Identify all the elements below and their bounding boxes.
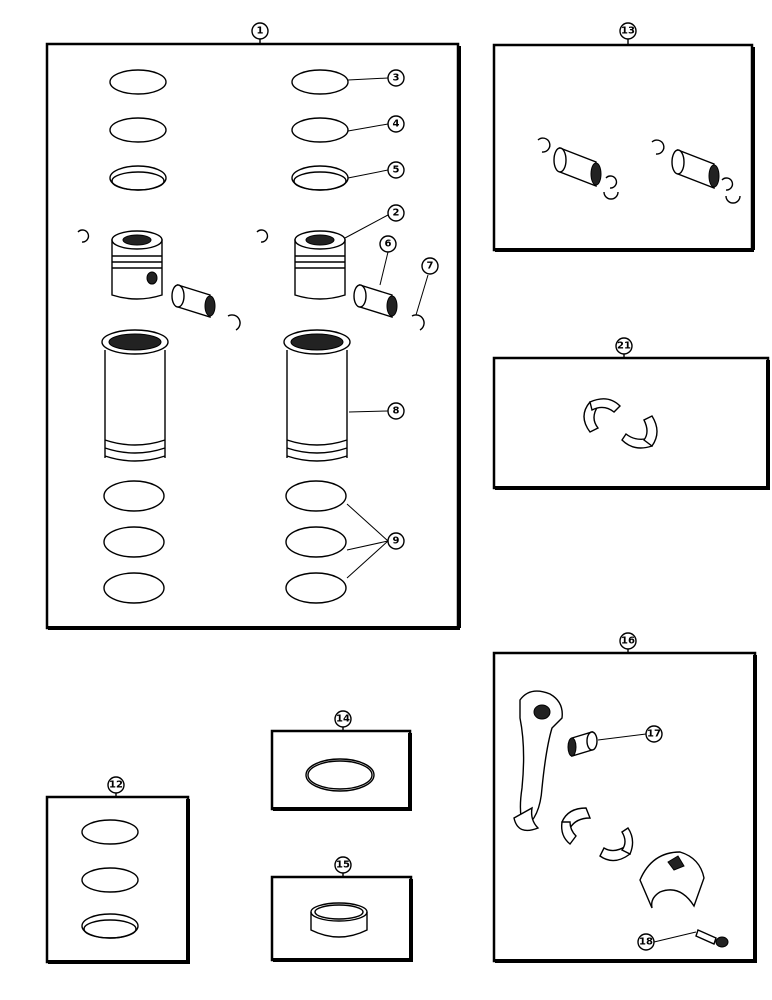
kit-16-group: 16 17 18	[492, 632, 757, 963]
left-piston-rings	[109, 69, 167, 191]
kit-21-group: 21	[492, 337, 770, 490]
callout-2: 2	[393, 208, 400, 219]
callout-6: 6	[385, 239, 392, 250]
kit-21-label: 21	[617, 341, 631, 352]
kit-12-label: 12	[109, 780, 123, 791]
callout-8: 8	[393, 406, 400, 417]
kit-14-frame	[270, 729, 412, 811]
right-piston	[256, 229, 425, 331]
kit-1-group: 1	[45, 22, 461, 630]
left-cylinder-sleeve	[101, 329, 169, 462]
right-cylinder-sleeve	[283, 329, 351, 462]
kit-16-label: 16	[621, 636, 635, 647]
right-piston-rings	[291, 69, 349, 191]
kit-1-label: 1	[257, 26, 264, 37]
callout-4: 4	[393, 119, 400, 130]
kit-15-group: 15	[270, 856, 413, 962]
callout-9: 9	[393, 536, 400, 547]
kit-15-label: 15	[336, 860, 350, 871]
kit-14-group: 14	[270, 710, 412, 811]
kit-13-frame	[492, 43, 754, 252]
kit-12-group: 12	[45, 776, 190, 964]
callout-17: 17	[647, 729, 661, 740]
right-seal-rings	[285, 480, 347, 604]
callout-7: 7	[427, 261, 434, 272]
kit-13-label: 13	[621, 26, 635, 37]
left-piston	[77, 229, 241, 331]
left-seal-rings	[103, 480, 165, 604]
callout-5: 5	[393, 165, 400, 176]
kit-14-label: 14	[336, 714, 350, 725]
callout-18: 18	[639, 937, 653, 948]
callout-3: 3	[393, 73, 400, 84]
kit-13-group: 13	[492, 22, 755, 252]
kit-21-frame	[492, 356, 770, 490]
